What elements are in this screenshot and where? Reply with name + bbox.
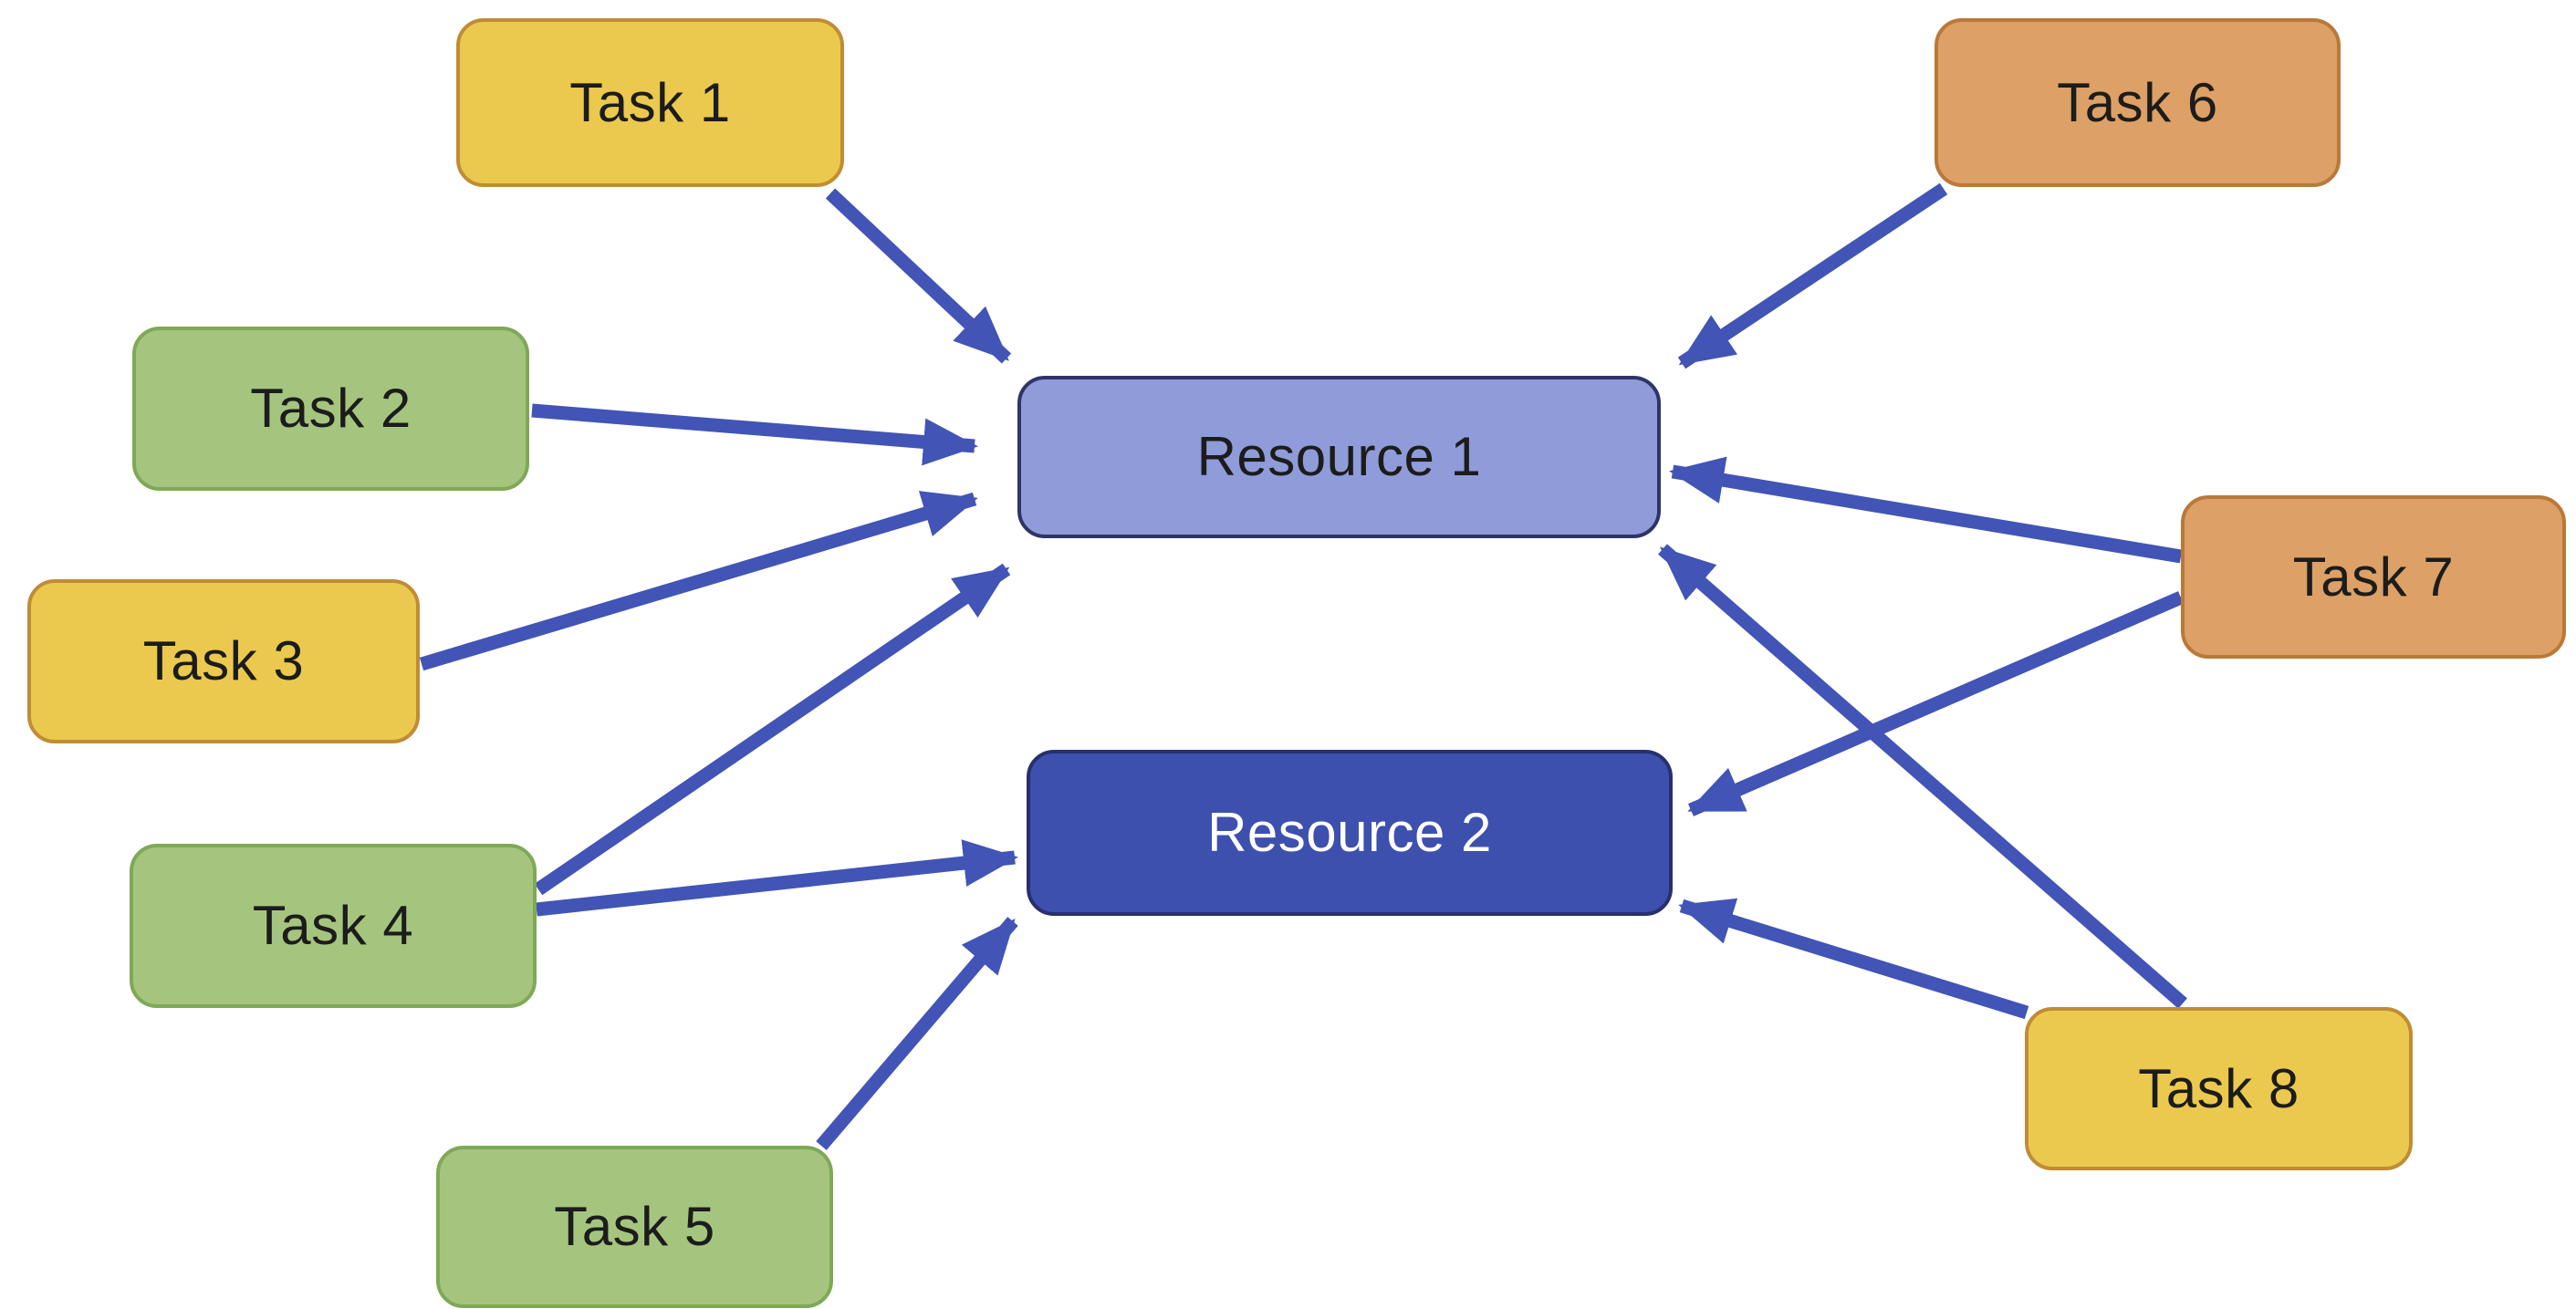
arrow-task6-to-res1 (1677, 182, 1948, 369)
arrow-task5-to-res2 (816, 917, 1018, 1150)
node-task8: Task 8 (2025, 1007, 2413, 1170)
node-label-task8: Task 8 (2138, 1057, 2300, 1119)
node-label-task4: Task 4 (252, 895, 414, 956)
node-res2: Resource 2 (1027, 750, 1673, 916)
node-label-task6: Task 6 (2057, 71, 2218, 133)
node-res1: Resource 1 (1017, 376, 1661, 538)
arrow-task7-to-res1 (1669, 456, 2183, 564)
node-label-task7: Task 7 (2292, 545, 2455, 608)
node-task3: Task 3 (27, 579, 420, 743)
node-label-res2: Resource 2 (1207, 802, 1492, 863)
arrow-task8-to-res1 (1658, 544, 2187, 1009)
arrow-task1-to-res1 (825, 188, 1012, 364)
node-label-res1: Resource 1 (1196, 426, 1482, 487)
node-label-task1: Task 1 (569, 71, 731, 133)
node-task4: Task 4 (130, 844, 537, 1008)
node-task7: Task 7 (2181, 495, 2566, 659)
node-task5: Task 5 (436, 1146, 833, 1308)
arrow-task3-to-res1 (419, 491, 978, 671)
node-label-task5: Task 5 (554, 1196, 715, 1257)
arrow-task7-to-res2 (1687, 591, 2184, 816)
node-label-task2: Task 2 (250, 378, 412, 439)
arrow-task4-to-res2 (536, 839, 1018, 917)
node-task1: Task 1 (456, 18, 844, 187)
arrow-task8-to-res2 (1678, 898, 2029, 1020)
arrow-task4-to-res1 (534, 563, 1011, 896)
node-task2: Task 2 (132, 327, 529, 491)
arrow-task2-to-res1 (531, 403, 978, 466)
node-task6: Task 6 (1935, 18, 2341, 187)
node-label-task3: Task 3 (142, 630, 305, 691)
